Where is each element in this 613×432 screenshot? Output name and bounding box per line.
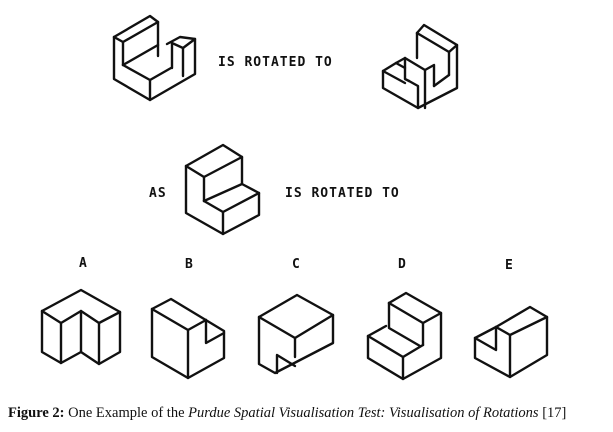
caption-text: One Example of the [64,405,189,421]
as-text: AS [149,186,167,201]
original-u-block-drawing [112,14,197,102]
option-b-shape [150,297,226,380]
option-label-c: C [292,257,300,272]
option-label-e: E [505,258,513,273]
l-step-block-drawing [184,143,261,236]
figure-caption: Figure 2: One Example of the Purdue Spat… [8,405,566,422]
caption-test-name: Purdue Spatial Visualisation Test: Visua… [188,405,539,421]
connector-text-row1: IS ROTATED TO [218,55,333,70]
figure-label: Figure 2: [8,405,65,421]
option-a-shape [40,288,122,366]
option-label-d: D [398,257,406,272]
option-e-shape [473,305,549,379]
connector-text-row2: IS ROTATED TO [285,186,400,201]
option-label-b: B [185,257,193,272]
option-d-shape [366,291,443,381]
option-label-a: A [79,256,87,271]
option-c-shape [257,293,335,375]
rotated-u-block-drawing [381,23,459,110]
caption-citation: [17] [538,405,567,421]
